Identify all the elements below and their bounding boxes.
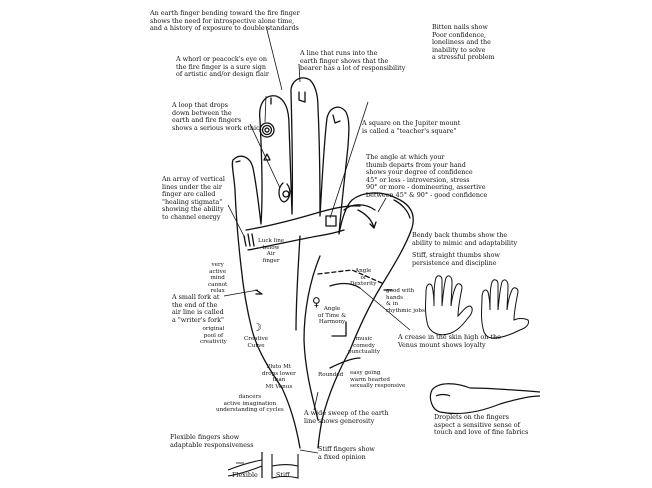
annotation-bitten-nails: Bitten nails show Poor confidence, lonel… bbox=[432, 23, 495, 62]
annotation-teachers-square: A square on the Jupiter mount is called … bbox=[362, 119, 461, 135]
annotation-flexible-fingers: Flexible fingers show adaptable responsi… bbox=[170, 433, 254, 449]
annotation-droplets: Droplets on the fingers aspect a sensiti… bbox=[434, 413, 529, 437]
label-angle-of-dexterity: Angle of Dexterity bbox=[350, 268, 377, 288]
stiff-thumb-hand bbox=[482, 280, 529, 338]
annotation-whorl: A whorl or peacock's eye on the fire fin… bbox=[176, 55, 269, 79]
flexible-finger bbox=[228, 452, 262, 470]
label-pluto-mount: Pluto Mt drops lower than Mt Venus bbox=[262, 364, 296, 390]
annotation-earth-finger-bend: An earth finger bending toward the fire … bbox=[150, 9, 300, 33]
label-luck-line: Luck line below Air finger bbox=[258, 238, 285, 264]
hand-outline bbox=[232, 78, 413, 448]
label-rounded: Rounded bbox=[318, 372, 344, 378]
annotation-writers-fork: A small fork at the end of the air line … bbox=[172, 293, 224, 324]
venus-symbol-icon: ♀ bbox=[312, 295, 321, 309]
label-good-with-hands: good with hands & in rhythmic jobs bbox=[386, 288, 425, 314]
annotation-loop: A loop that drops down between the earth… bbox=[172, 101, 260, 132]
annotation-bendy-thumbs: Bendy back thumbs show the ability to mi… bbox=[412, 231, 518, 247]
label-stiff: Stiff bbox=[276, 471, 290, 479]
annotation-stiff-thumbs: Stiff, straight thumbs show persistence … bbox=[412, 251, 500, 267]
label-very-active-mind: very active mind cannot relax bbox=[208, 262, 228, 295]
annotation-earth-sweep: A wide sweep of the earth line shows gen… bbox=[304, 409, 389, 425]
label-flexible: Flexible bbox=[232, 471, 258, 479]
label-easy-going: easy going warm hearted sexually respons… bbox=[350, 370, 406, 390]
label-angle-of-time: Angle of Time & Harmony bbox=[318, 306, 347, 326]
stiff-finger bbox=[272, 454, 298, 478]
annotation-stiff-fingers: Stiff fingers show a fixed opinion bbox=[318, 445, 375, 461]
label-original-creativity: original pool of creativity bbox=[200, 326, 227, 346]
annotation-thumb-angle: The angle at which your thumb departs fr… bbox=[366, 153, 488, 199]
label-creative-curve: Creative Curve bbox=[244, 336, 269, 349]
droplet-finger bbox=[430, 384, 540, 414]
moon-symbol-icon: ☽ bbox=[252, 321, 262, 334]
label-dancers: dancers active imagination understanding… bbox=[216, 394, 284, 414]
annotation-venus-crease: A crease in the skin high on the Venus m… bbox=[398, 333, 501, 349]
annotation-earth-line: A line that runs into the earth finger s… bbox=[300, 49, 406, 73]
label-music: music comedy punctuality bbox=[348, 336, 381, 356]
annotation-healing-stigmata: An array of vertical lines under the air… bbox=[162, 175, 225, 221]
bendy-thumb-hand bbox=[426, 276, 473, 335]
